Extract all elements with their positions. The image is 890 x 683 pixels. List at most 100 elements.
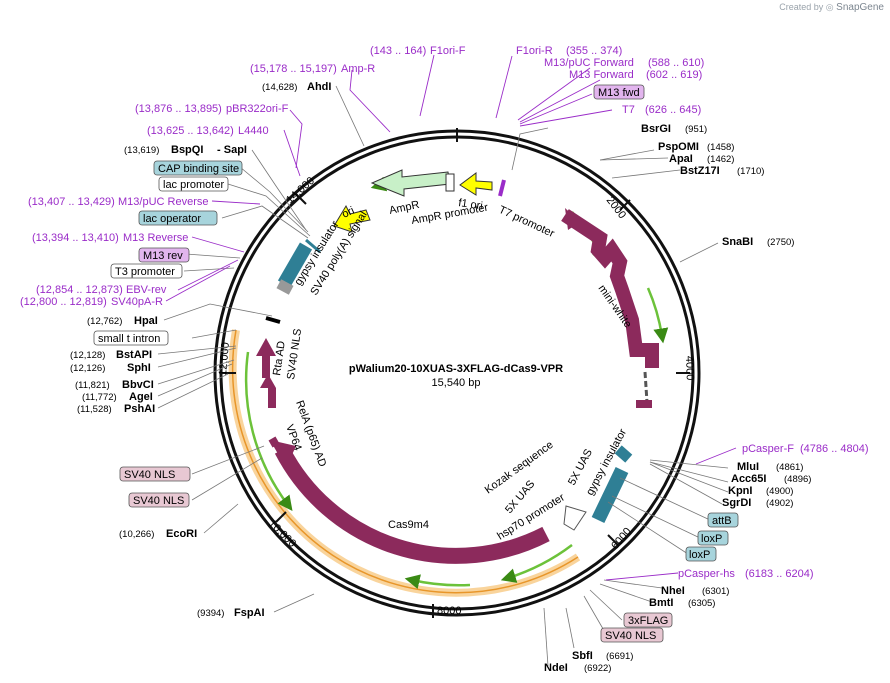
tag-3xflag <box>623 612 673 628</box>
site-labels: (14,628) AhdI BsrGI (951) PspOMI (1458) … <box>70 81 811 674</box>
tag-lac-operator-label: lac operator <box>143 213 201 225</box>
tag-loxp-2-label: loxP <box>689 549 710 561</box>
tick-12000: 12,000 <box>217 342 232 377</box>
snapgene-credit: Created by ◎ SnapGene <box>779 2 884 13</box>
site-ahdi-pos: (14,628) <box>262 82 297 93</box>
tag-sv40-nls-3-label: SV40 NLS <box>605 630 656 642</box>
credit-prefix: Created by <box>779 2 824 12</box>
primer-pbr322-range: (13,876 .. 13,895) <box>135 103 222 115</box>
site-pshai-pos: (11,528) <box>77 404 112 415</box>
site-ecori-name: EcoRI <box>166 528 197 540</box>
primer-pcasper-f-range: (4786 .. 4804) <box>800 443 869 455</box>
f1-ori-arrow <box>459 172 493 196</box>
site-snabi-name: SnaBI <box>722 236 753 248</box>
feature-sv40-nls-label: SV40 NLS <box>285 328 304 381</box>
primer-sv40pa-r-name: SV40pA-R <box>111 296 163 308</box>
plasmid-size: 15,540 bp <box>432 377 481 389</box>
primer-m13-fwd-range: (602 .. 619) <box>646 69 702 81</box>
primer-t7-name: T7 <box>622 104 635 116</box>
site-bmti-name: BmtI <box>649 597 673 609</box>
site-kpni-pos: (4900) <box>766 486 793 497</box>
site-bstz17i-name: BstZ17I <box>680 165 720 177</box>
rta-ad-arrow <box>256 338 276 378</box>
primer-pcasper-hs-range: (6183 .. 6204) <box>745 568 814 580</box>
site-fspai-pos: (9394) <box>197 608 224 619</box>
primer-m13puc-fwd-name: M13/pUC Forward <box>544 57 634 69</box>
ampr-arrow <box>370 169 451 197</box>
leader-lines <box>157 85 729 667</box>
site-pspomi-name: PspOMI <box>658 141 699 153</box>
primer-m13puc-rev-range: (13,407 .. 13,429) <box>28 196 115 208</box>
site-kpni-name: KpnI <box>728 485 752 497</box>
site-agei-name: AgeI <box>129 391 153 403</box>
site-sgrdi-name: SgrDI <box>722 497 751 509</box>
site-pspomi-pos: (1458) <box>707 142 734 153</box>
site-acc65i-name: Acc65I <box>731 473 766 485</box>
hsp70-outline <box>563 505 587 531</box>
tag-sv40-nls-3 <box>600 627 664 643</box>
site-sphi-pos: (12,126) <box>70 363 105 374</box>
site-bsrgi-pos: (951) <box>685 124 707 135</box>
tick-marks <box>222 128 690 618</box>
primer-f1ori-f-range: (143 .. 164) <box>370 45 426 57</box>
tag-sv40-nls-2-label: SV40 NLS <box>133 495 184 507</box>
tag-loxp-1-label: loxP <box>701 533 722 545</box>
primer-ebv-rev-range: (12,854 .. 12,873) <box>36 284 123 296</box>
primer-m13-fwd-name: M13 Forward <box>569 69 634 81</box>
site-mlui-pos: (4861) <box>776 462 803 473</box>
site-ndei-name: NdeI <box>544 662 568 674</box>
site-hpai-pos: (12,762) <box>87 316 122 327</box>
tag-lac-promoter-label: lac promoter <box>163 179 224 191</box>
primer-l4440-range: (13,625 .. 13,642) <box>147 125 234 137</box>
lac-cluster <box>305 238 321 254</box>
primer-lines <box>165 54 737 581</box>
site-pshai-name: PshAI <box>124 403 155 415</box>
tick-4000: 4000 <box>683 356 696 381</box>
site-bbvci-pos: (11,821) <box>75 380 110 391</box>
tag-lac-operator <box>138 210 218 226</box>
site-bspqi-pos: (13,619) <box>124 145 159 156</box>
site-nhei-pos: (6301) <box>702 586 729 597</box>
primer-pcasper-hs-name: pCasper-hs <box>678 568 735 580</box>
site-mlui-name: MluI <box>737 461 759 473</box>
tick-8000: 8000 <box>437 605 461 617</box>
t7-promoter-mark <box>498 179 506 197</box>
tag-3xflag-label: 3xFLAG <box>628 615 668 627</box>
primer-pbr322-name: pBR322ori-F <box>226 103 289 115</box>
site-bspqi-name: BspQI <box>171 144 203 156</box>
site-bstapi-name: BstAPI <box>116 349 152 361</box>
ori-arrow <box>333 204 371 233</box>
feature-ori-label: ori <box>340 205 356 221</box>
tag-sv40-nls-1 <box>119 466 191 482</box>
site-bstapi-pos: (12,128) <box>70 350 105 361</box>
tag-attb <box>707 512 739 528</box>
site-hpai-name: HpaI <box>134 315 158 327</box>
site-ahdi-name: AhdI <box>307 81 331 93</box>
primer-labels: (143 .. 164) F1ori-F F1ori-R (355 .. 374… <box>20 45 869 580</box>
site-ndei-pos: (6922) <box>584 663 611 674</box>
tag-m13-rev <box>138 247 190 263</box>
tag-t3-promoter <box>110 263 183 279</box>
sv40-nls-mark <box>265 316 281 324</box>
site-bsrgi-name: BsrGI <box>641 123 671 135</box>
tag-small-t-intron <box>93 330 169 346</box>
primer-ampr-range: (15,178 .. 15,197) <box>250 63 337 75</box>
feature-tags: M13 fwd CAP binding site lac promoter la… <box>93 84 739 643</box>
tag-attb-label: attB <box>712 515 732 527</box>
snapgene-logo-icon: ◎ <box>825 2 834 12</box>
primer-t7-range: (626 .. 645) <box>645 104 701 116</box>
site-nhei-name: NheI <box>661 585 685 597</box>
mini-white-arrow <box>561 209 659 368</box>
gypsy-insulator-5p <box>277 242 313 288</box>
primer-ebv-rev-name: EBV-rev <box>126 284 167 296</box>
plasmid-name: pWalium20-10XUAS-3XFLAG-dCas9-VPR <box>349 363 563 375</box>
primer-pcasper-f-name: pCasper-F <box>742 443 794 455</box>
cas9m4-arrow <box>274 446 550 564</box>
tick-6000: 6000 <box>609 525 634 551</box>
primer-ampr-name: Amp-R <box>341 63 375 75</box>
feature-arrows <box>256 169 659 564</box>
tag-loxp-2 <box>685 546 717 562</box>
primer-m13-rev-range: (13,394 .. 13,410) <box>32 232 119 244</box>
tag-sv40-nls-2 <box>128 492 190 508</box>
tag-cap-binding-label: CAP binding site <box>158 163 239 175</box>
